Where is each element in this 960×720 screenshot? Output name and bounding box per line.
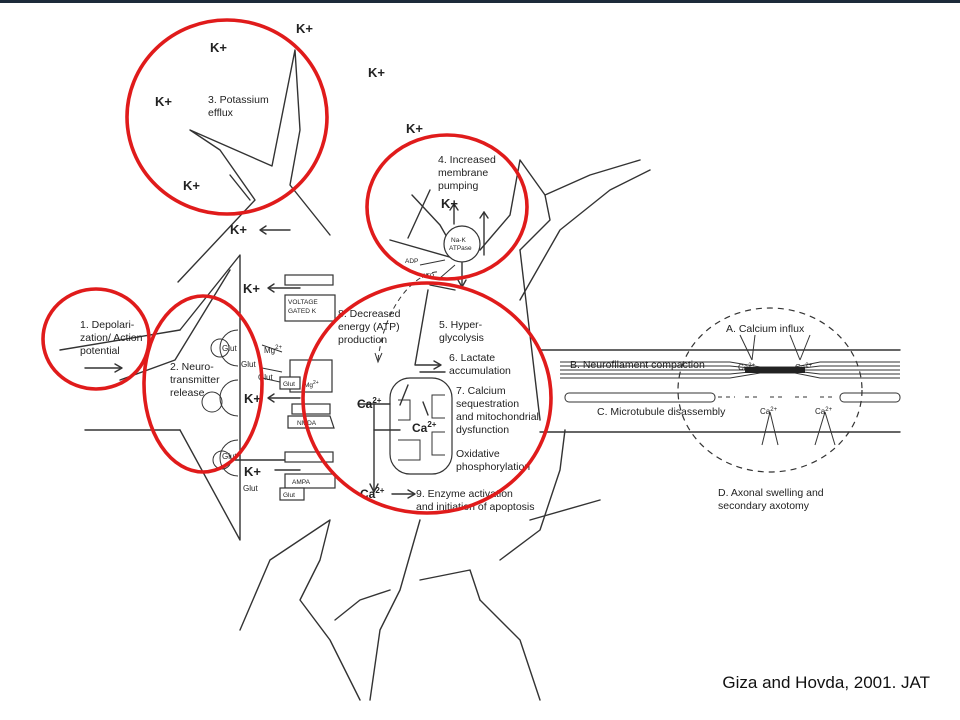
glut-label-2: Glut xyxy=(241,360,256,369)
step6-line1: 6. Lactate xyxy=(449,352,495,364)
mg-glut-channel: Glut Mg2+ xyxy=(279,359,333,393)
glut-ampa: Glut xyxy=(283,492,295,499)
step6-line2: accumulation xyxy=(449,365,511,377)
ca-axon-1: Ca2+ xyxy=(738,363,756,372)
k-ion-9: K+ xyxy=(243,281,260,296)
step1-line2: zation/ Action xyxy=(80,332,143,344)
step7-line4: dysfunction xyxy=(456,424,509,436)
highlight-circles xyxy=(41,18,553,515)
step3-line2: efflux xyxy=(208,107,234,119)
step5-line1: 5. Hyper- xyxy=(439,319,483,331)
highlight-calcium-cascade xyxy=(301,281,553,515)
axon-c-label: C. Microtubule disassembly xyxy=(597,406,726,418)
pump-label-1: Na-K xyxy=(451,237,466,244)
k-ion-7: K+ xyxy=(441,196,458,211)
highlight-potassium-efflux xyxy=(125,18,329,216)
glut-label-3: Glut xyxy=(258,373,273,382)
oxidative-line1: Oxidative xyxy=(456,448,500,460)
voltage-gated-k-channel: VOLTAGE GATED K xyxy=(284,274,336,322)
nmda-receptor: NMDA xyxy=(287,403,335,429)
step7-line3: and mitochondrial xyxy=(456,411,539,423)
top-border xyxy=(0,0,960,3)
step2-line1: 2. Neuro- xyxy=(170,361,214,373)
ca-axon-2: Ca2+ xyxy=(795,363,813,372)
step3-line1: 3. Potassium xyxy=(208,94,269,106)
glut-vesicle-3: Glut xyxy=(222,452,237,461)
axon-d-line1: D. Axonal swelling and xyxy=(718,487,824,499)
k-ion-8: K+ xyxy=(230,222,247,237)
step5-line2: glycolysis xyxy=(439,332,484,344)
flow-arrows xyxy=(259,203,489,499)
k-ion-4: K+ xyxy=(155,94,172,109)
k-ion-3: K+ xyxy=(368,65,385,80)
glut-in-channel: Glut xyxy=(283,381,295,388)
k-ion-10: K+ xyxy=(244,391,261,406)
axon-b-label: B. Neurofilament compaction xyxy=(570,359,705,371)
step4-line3: pumping xyxy=(438,180,478,192)
axon-labels: A. Calcium influx B. Neurofilament compa… xyxy=(570,323,824,512)
k-ion-1: K+ xyxy=(296,21,313,36)
ion-labels: Glut Glut Glut Glut Glut Mg2+ Ca2+ Ca2+ … xyxy=(222,344,833,501)
mitochondrion xyxy=(389,377,453,475)
neuron-outline xyxy=(177,49,651,701)
ampa-label: AMPA xyxy=(292,479,311,486)
step7-line1: 7. Calcium xyxy=(456,385,506,397)
axon-d-line2: secondary axotomy xyxy=(718,500,810,512)
axon xyxy=(539,307,901,473)
k-ion-6: K+ xyxy=(183,178,200,193)
citation: Giza and Hovda, 2001. JAT xyxy=(722,673,930,692)
voltage-gated-label-2: GATED K xyxy=(288,308,317,315)
ca-ion-1: Ca2+ xyxy=(357,396,382,411)
step8-line2: energy (ATP) xyxy=(338,321,400,333)
k-ion-11: K+ xyxy=(244,464,261,479)
step-labels: 1. Depolari- zation/ Action potential 2.… xyxy=(80,94,539,513)
mg-label: Mg2+ xyxy=(264,345,282,355)
k-ions: K+ K+ K+ K+ K+ K+ K+ K+ K+ K+ K+ xyxy=(155,21,458,479)
step7-line2: sequestration xyxy=(456,398,519,410)
step1-line3: potential xyxy=(80,345,120,357)
k-ion-2: K+ xyxy=(210,40,227,55)
ca-axon-3: Ca2+ xyxy=(760,407,778,416)
pump-label-2: ATPase xyxy=(449,245,472,252)
glut-label-5: Glut xyxy=(243,484,258,493)
axon-a-label: A. Calcium influx xyxy=(726,323,805,335)
highlight-neurotransmitter xyxy=(142,294,264,474)
mg-label-inner: Mg2+ xyxy=(304,380,319,389)
oxidative-line2: phosphorylation xyxy=(456,461,530,473)
ca-ion-2: Ca2+ xyxy=(412,420,437,435)
highlight-membrane-pumping xyxy=(365,133,529,281)
step8-line3: production xyxy=(338,334,387,346)
ca-axon-4: Ca2+ xyxy=(815,407,833,416)
step2-line3: release xyxy=(170,387,205,399)
step4-line1: 4. Increased xyxy=(438,154,496,166)
glut-vesicle-1: Glut xyxy=(222,344,237,353)
step4-line2: membrane xyxy=(438,167,488,179)
step1-line1: 1. Depolari- xyxy=(80,319,135,331)
ampa-receptor: AMPA Glut xyxy=(279,451,336,501)
highlight-depolarization xyxy=(41,287,151,391)
voltage-gated-label-1: VOLTAGE xyxy=(288,299,318,306)
step2-line2: transmitter xyxy=(170,374,220,386)
step8-line1: 8. Decreased xyxy=(338,308,401,320)
k-ion-5: K+ xyxy=(406,121,423,136)
adp-label: ADP xyxy=(405,258,418,265)
